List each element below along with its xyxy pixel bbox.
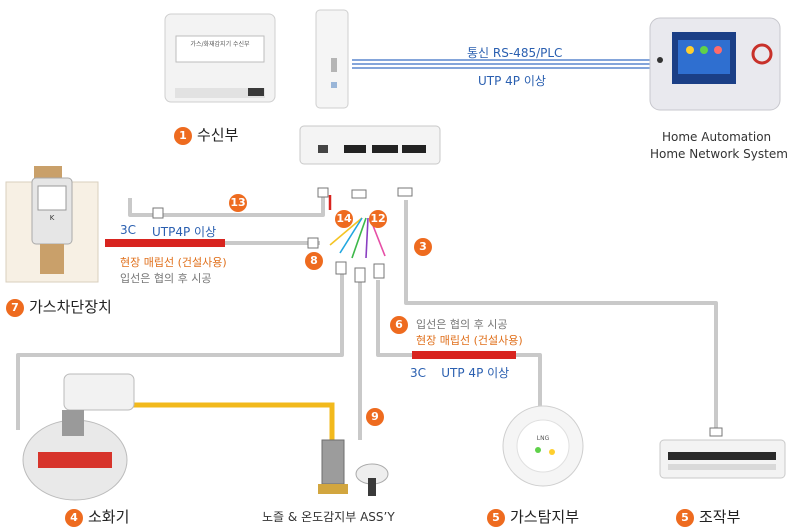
rs485-link-lines [352, 59, 650, 69]
home-network-line1: Home Automation [662, 130, 772, 144]
gas-detector-caption: 5 가스탐지부 [487, 506, 579, 527]
left-cable-utp-label: UTP4P 이상 [152, 225, 217, 239]
link-cable-label: UTP 4P 이상 [478, 74, 546, 88]
line-marker-6: 6 [390, 316, 408, 334]
nozzle-temperature-sensor [318, 439, 389, 496]
control-caption: 5 조작부 [676, 506, 740, 527]
receiver-plate-text: 가스/화재감지기 수신부 [190, 40, 250, 48]
line-marker-14: 14 [335, 210, 353, 228]
line-marker-3: 3 [414, 238, 432, 256]
gateway-device [315, 9, 349, 109]
gas-detector-label: 가스탐지부 [510, 508, 580, 526]
home-network-line2: Home Network System [650, 147, 788, 161]
valve-brand-text: K [50, 214, 55, 222]
home-network-panel [649, 17, 781, 111]
right-entry-note: 입선은 협의 후 시공 [416, 318, 508, 331]
gas-detector-badge: 5 [487, 509, 505, 527]
line-marker-9: 9 [366, 408, 384, 426]
gas-valve-caption: 7 가스차단장치 [6, 296, 112, 317]
detector-brand-text: LNG [537, 435, 550, 442]
left-field-cable-label: 현장 매립선 (건설사용) [120, 256, 227, 269]
line-marker-12: 12 [369, 210, 387, 228]
field-cable-left [105, 239, 225, 247]
extinguisher-label: 소화기 [88, 508, 130, 526]
right-field-cable-label: 현장 매립선 (건설사용) [416, 334, 523, 347]
control-badge: 5 [676, 509, 694, 527]
extinguisher-caption: 4 소화기 [65, 506, 129, 527]
wire-connectors [152, 187, 723, 437]
central-hub [299, 125, 441, 165]
gas-valve-label: 가스차단장치 [29, 298, 112, 316]
left-entry-note: 입선은 협의 후 시공 [120, 272, 212, 285]
extinguisher-badge: 4 [65, 509, 83, 527]
left-cable-3c-label: 3C [120, 223, 137, 237]
gas-hose [132, 402, 335, 440]
receiver-device [164, 13, 276, 103]
receiver-caption: 1 수신부 [174, 124, 238, 145]
gas-shutoff-device [5, 166, 99, 283]
field-cable-right [412, 351, 516, 359]
nozzle-sensor-label: 노즐 & 온도감지부 ASS’Y [262, 510, 395, 524]
control-label: 조작부 [699, 508, 741, 526]
line-marker-13: 13 [229, 194, 247, 212]
gas-valve-badge: 7 [6, 299, 24, 317]
receiver-label: 수신부 [197, 126, 239, 144]
receiver-badge: 1 [174, 127, 192, 145]
control-panel-device [659, 439, 786, 479]
link-protocol-label: 통신 RS-485/PLC [467, 46, 563, 60]
fire-extinguisher [22, 373, 135, 501]
gas-detector-device [502, 405, 584, 487]
right-cable-spec-label: 3C UTP 4P 이상 [410, 366, 510, 380]
line-marker-8: 8 [305, 252, 323, 270]
